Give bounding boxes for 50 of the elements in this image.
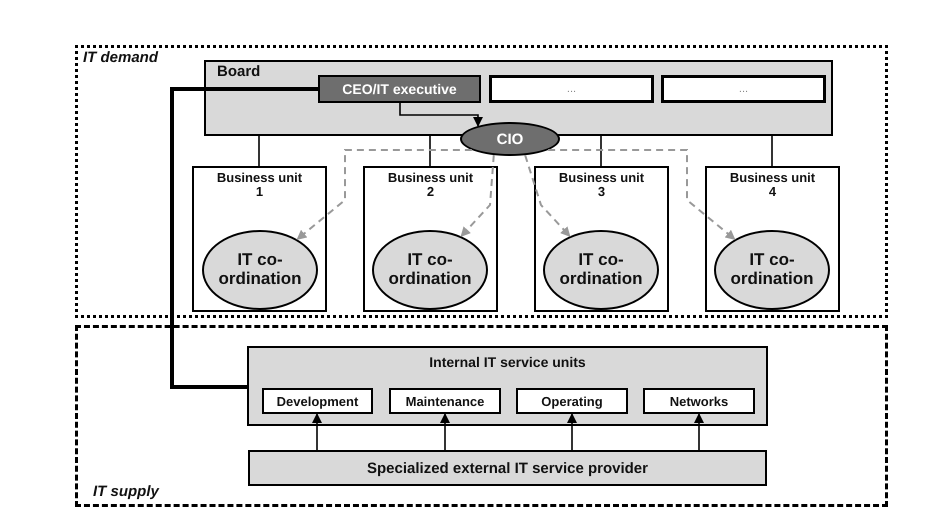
- region-label: IT supply: [93, 483, 159, 500]
- provider-box: [248, 450, 767, 486]
- executive-box: [318, 75, 481, 103]
- ellipse-label: CIO: [496, 130, 524, 148]
- service-box: [643, 388, 755, 414]
- box-label: ...: [566, 83, 576, 95]
- placeholder-box: [489, 75, 654, 103]
- demand-region: [75, 45, 888, 318]
- box-title: Business unit 3: [558, 171, 646, 198]
- business-unit-box: [534, 166, 669, 312]
- ellipse-label: IT co-ordination: [558, 251, 644, 289]
- box-label: Maintenance: [406, 394, 484, 408]
- ellipse-label: IT co-ordination: [387, 251, 473, 289]
- connector: [460, 155, 495, 237]
- connector: [258, 136, 260, 166]
- region-label: IT demand: [83, 49, 158, 66]
- box-title: Business unit 2: [386, 171, 474, 198]
- box-title: Business unit 4: [728, 171, 816, 198]
- connector: [312, 413, 322, 450]
- box-title: Internal IT service units: [428, 354, 587, 370]
- ellipse-label: IT co-ordination: [729, 251, 815, 289]
- connector: [440, 413, 450, 450]
- box-label: Operating: [541, 394, 603, 408]
- placeholder-box: [661, 75, 826, 103]
- service-box: [262, 388, 373, 414]
- box-label: Specialized external IT service provider: [367, 460, 648, 476]
- business-unit-box: [192, 166, 327, 312]
- connector: [524, 154, 571, 237]
- business-unit-box: [363, 166, 498, 312]
- service-box: [389, 388, 501, 414]
- box-label: Development: [276, 394, 358, 408]
- connector: [399, 103, 483, 127]
- box-title: Business unit 1: [216, 171, 304, 198]
- connector: [296, 149, 472, 240]
- connector: [170, 87, 318, 389]
- box-label: ...: [738, 83, 748, 95]
- service-units-box: [247, 346, 768, 426]
- connector: [694, 413, 704, 450]
- supply-region: [75, 325, 888, 507]
- ellipse-label: IT co-ordination: [217, 251, 303, 289]
- box-label: CEO/IT executive: [342, 81, 457, 97]
- box-label: Networks: [670, 394, 728, 408]
- box-title: Board: [217, 63, 260, 80]
- connector: [600, 136, 602, 166]
- business-unit-box: [705, 166, 840, 312]
- connector: [429, 136, 431, 166]
- connector: [567, 413, 577, 450]
- connector: [548, 149, 736, 240]
- connector: [771, 136, 773, 166]
- service-box: [516, 388, 628, 414]
